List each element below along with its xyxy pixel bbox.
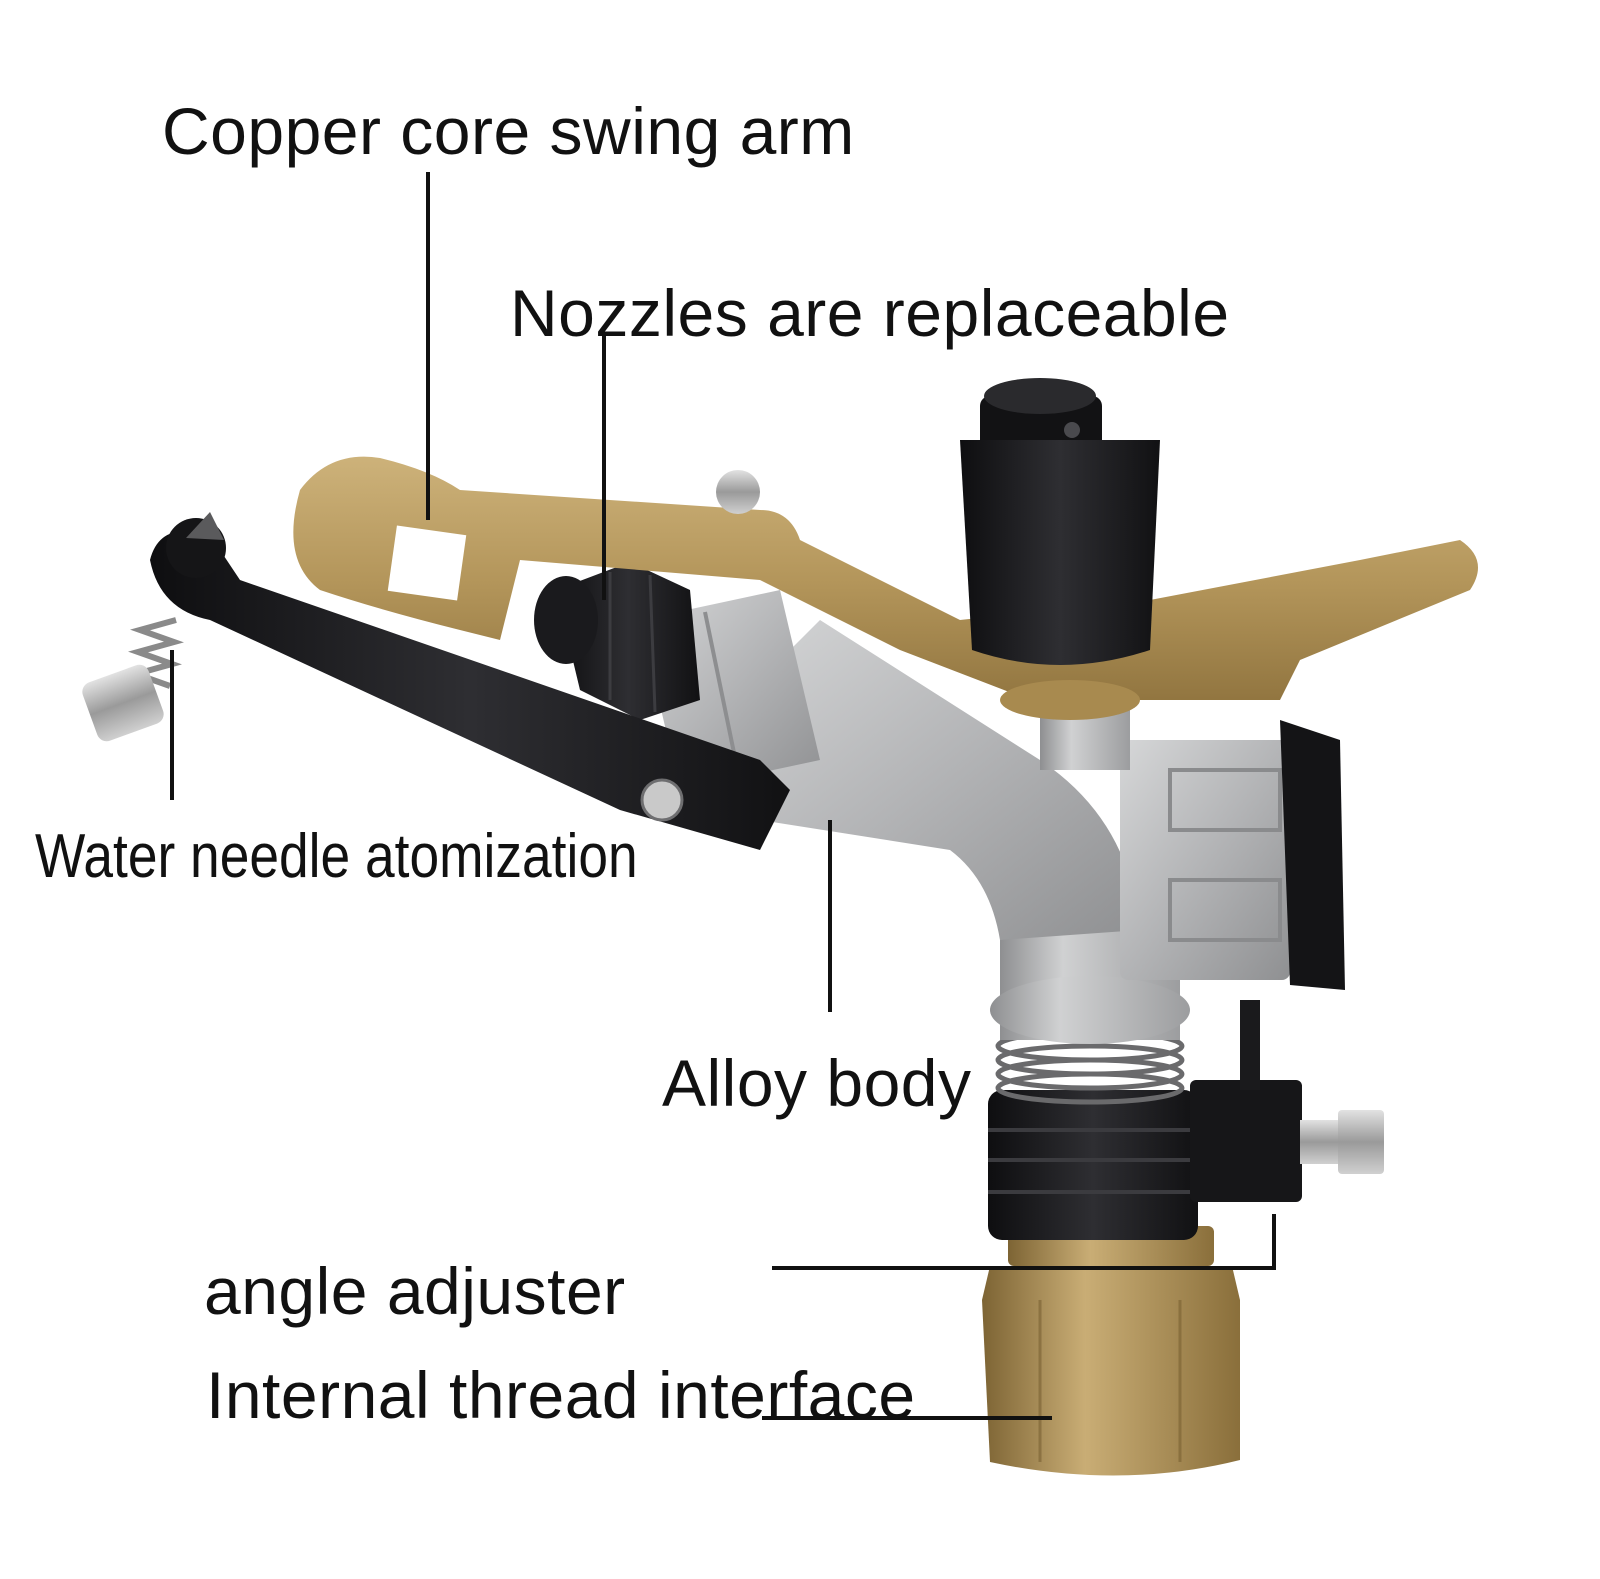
brass-thread-base [982, 1226, 1240, 1476]
leader-line-angle-adjuster [772, 1214, 1276, 1270]
label-nozzles-replaceable: Nozzles are replaceable [510, 276, 1230, 350]
spring [995, 1029, 1185, 1105]
label-copper-swing-arm: Copper core swing arm [162, 94, 855, 168]
label-alloy-body: Alloy body [662, 1046, 972, 1120]
label-angle-adjuster: angle adjuster [204, 1254, 626, 1328]
bearing-cap [960, 378, 1160, 665]
label-water-needle-atomization: Water needle atomization [35, 822, 638, 891]
leader-lines [170, 172, 1276, 1420]
water-needle-arm [82, 512, 790, 850]
angle-adjuster-collar [988, 1000, 1384, 1240]
label-internal-thread-interface: Internal thread interface [206, 1358, 916, 1432]
nozzle [534, 562, 700, 720]
copper-swing-arm [293, 456, 1478, 720]
